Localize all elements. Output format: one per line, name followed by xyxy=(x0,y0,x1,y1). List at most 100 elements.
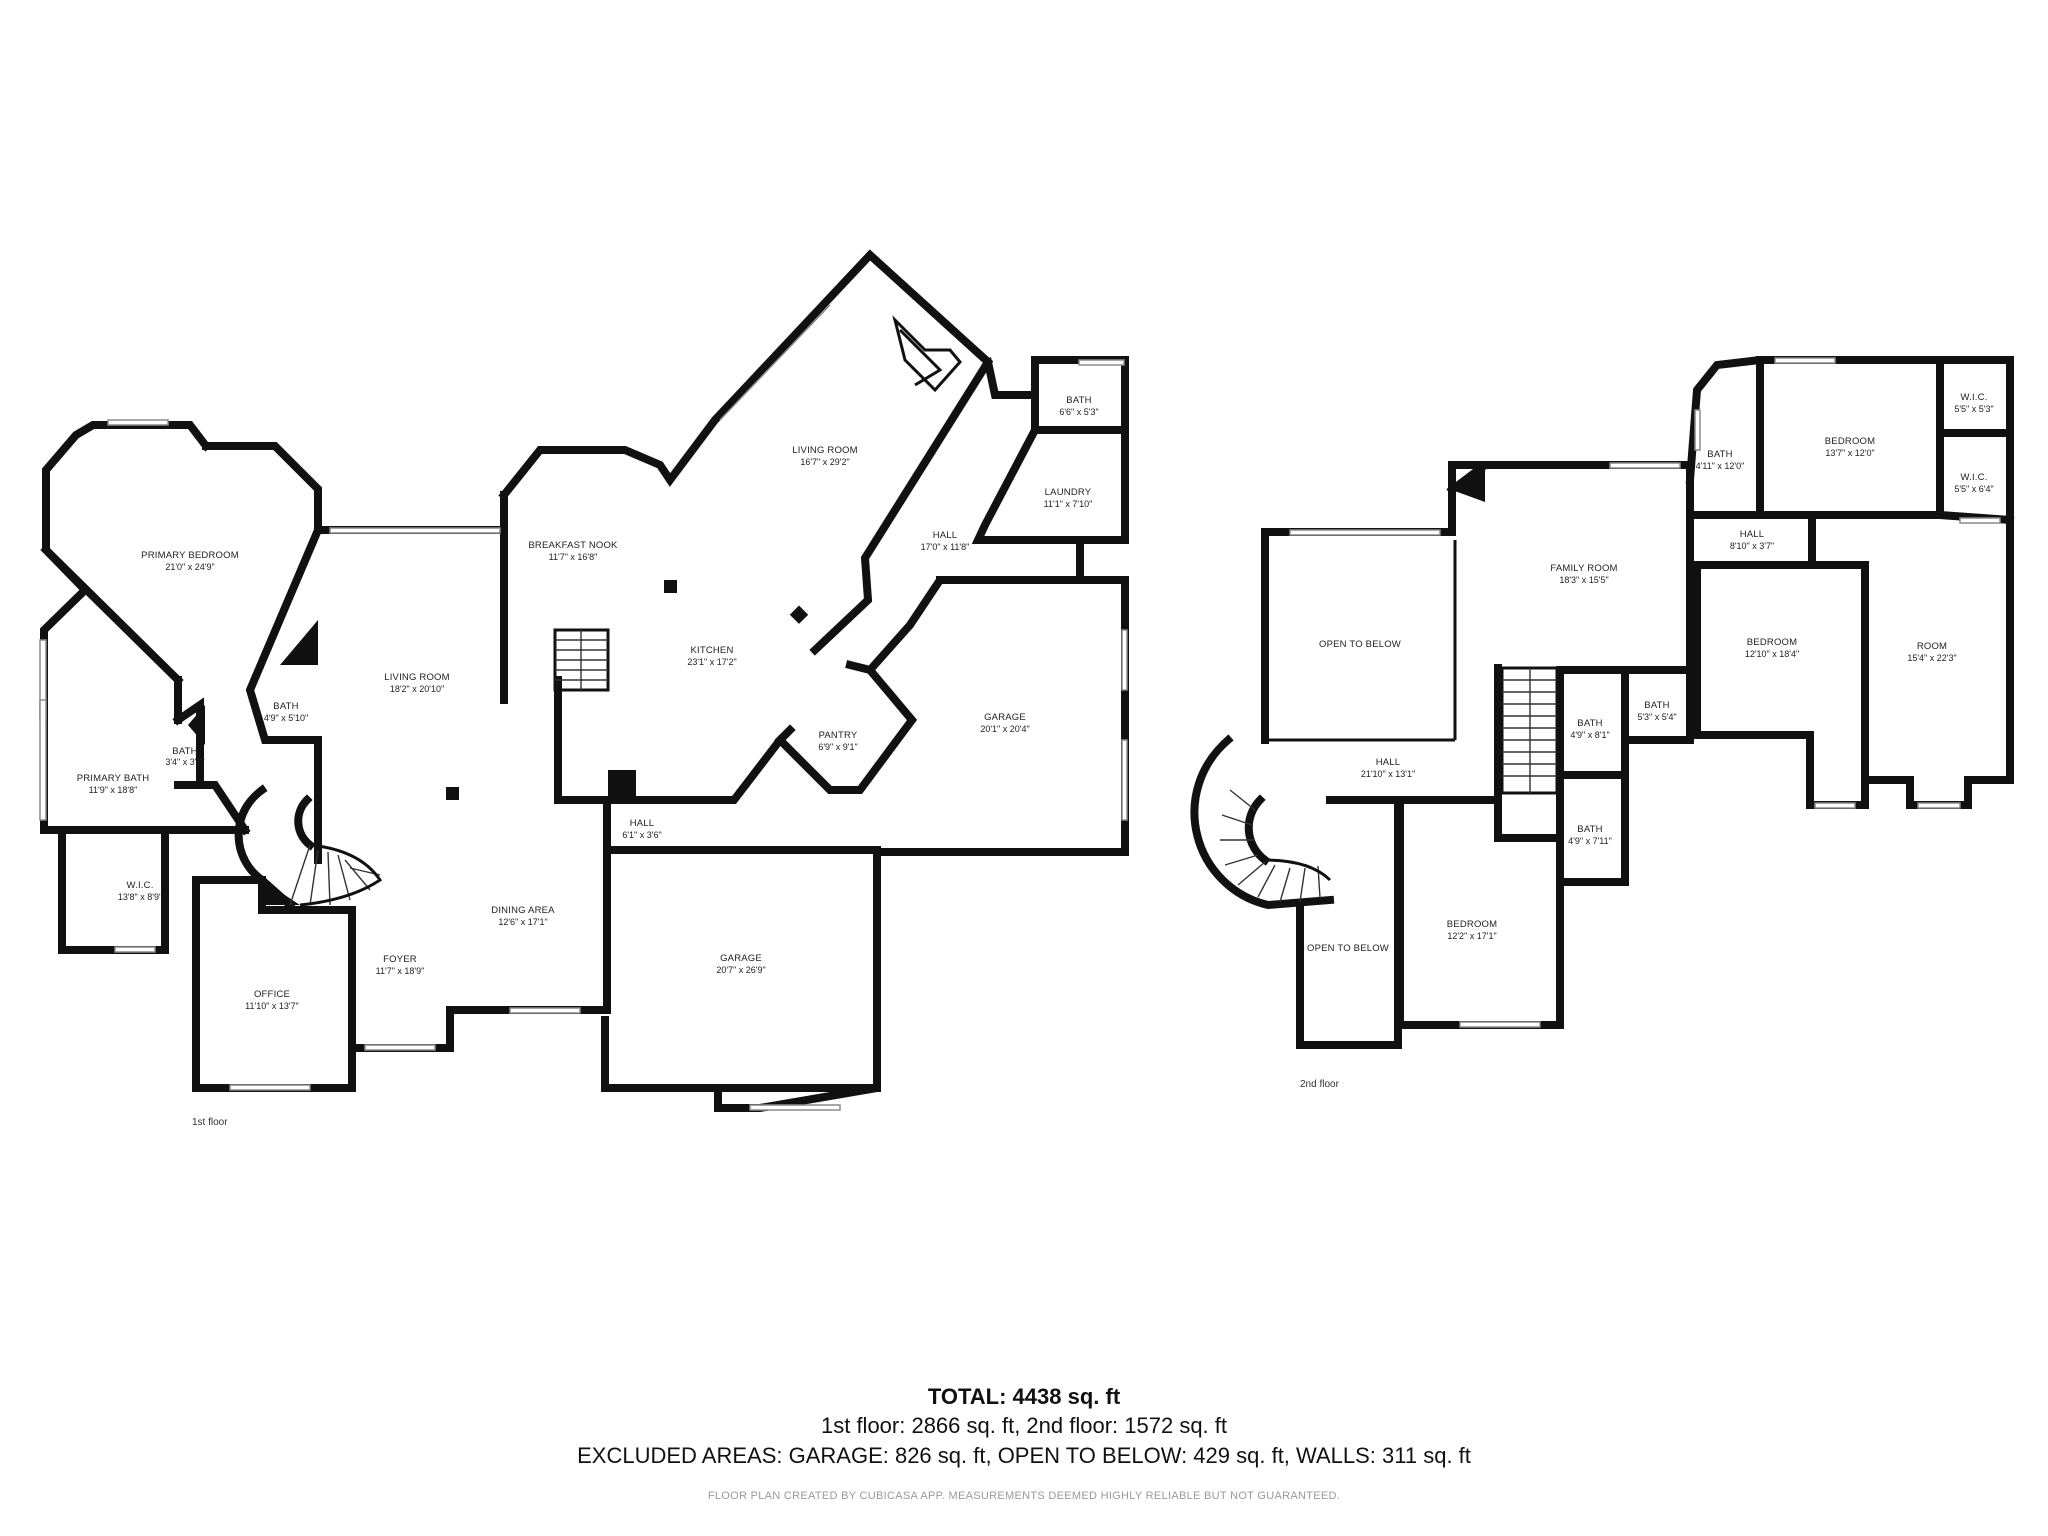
svg-text:BATH: BATH xyxy=(1644,700,1669,711)
foyer-bottom-wall xyxy=(348,846,881,1092)
bedroom-4-walls xyxy=(1693,561,1869,809)
svg-text:BEDROOM: BEDROOM xyxy=(1747,637,1798,648)
first-floor-plan: PRIMARY BEDROOM 21'0" x 24'9" PRIMARY BA… xyxy=(39,249,1129,1128)
svg-text:21'10" x 13'1": 21'10" x 13'1" xyxy=(1361,769,1415,779)
svg-text:BATH: BATH xyxy=(1577,718,1602,729)
pantry-walls xyxy=(774,660,918,794)
room-label-primary-bedroom: PRIMARY BEDROOM 21'0" x 24'9" xyxy=(141,550,239,572)
window xyxy=(39,699,47,821)
svg-text:HALL: HALL xyxy=(933,530,958,541)
svg-text:4'11" x 12'0": 4'11" x 12'0" xyxy=(1696,461,1745,471)
room-label-bath-small: BATH 3'4" x 3'7" xyxy=(165,746,204,767)
room-label-pantry: PANTRY 6'9" x 9'1" xyxy=(818,730,858,752)
breakfast-nook-walls xyxy=(498,249,994,656)
room-label-wic-2a: W.I.C. 5'5" x 5'3" xyxy=(1954,392,1993,414)
svg-text:HALL: HALL xyxy=(630,818,655,829)
window xyxy=(509,1007,581,1014)
svg-text:W.I.C.: W.I.C. xyxy=(1960,472,1987,483)
svg-text:5'5" x 6'4": 5'5" x 6'4" xyxy=(1954,484,1993,494)
upper-rooms-outer-wall xyxy=(1685,356,2014,809)
svg-text:LIVING ROOM: LIVING ROOM xyxy=(384,672,450,683)
svg-text:18'3" x 15'5": 18'3" x 15'5" xyxy=(1559,575,1608,585)
svg-text:PRIMARY BEDROOM: PRIMARY BEDROOM xyxy=(141,550,239,561)
svg-text:BREAKFAST NOOK: BREAKFAST NOOK xyxy=(528,540,618,551)
column-block xyxy=(664,580,677,593)
svg-text:12'2" x 17'1": 12'2" x 17'1" xyxy=(1447,931,1496,941)
room-label-breakfast-nook: BREAKFAST NOOK 11'7" x 16'8" xyxy=(528,540,618,562)
svg-text:20'7" x 26'9": 20'7" x 26'9" xyxy=(716,965,765,975)
svg-text:KITCHEN: KITCHEN xyxy=(690,645,733,656)
svg-text:16'7" x 29'2": 16'7" x 29'2" xyxy=(800,457,849,467)
svg-text:12'6" x 17'1": 12'6" x 17'1" xyxy=(498,917,547,927)
svg-text:13'7" x 12'0": 13'7" x 12'0" xyxy=(1825,448,1874,458)
total-area: TOTAL: 4438 sq. ft xyxy=(927,1384,1121,1409)
svg-text:8'10" x 3'7": 8'10" x 3'7" xyxy=(1730,541,1774,551)
room-label-bath-2a: BATH 4'9" x 8'1" xyxy=(1570,718,1609,740)
window xyxy=(364,1044,436,1051)
window xyxy=(1459,1021,1541,1028)
window xyxy=(329,527,501,534)
spiral-staircase-1 xyxy=(234,784,383,911)
svg-text:OFFICE: OFFICE xyxy=(254,989,290,1000)
hall-3-walls xyxy=(1693,561,1869,784)
svg-text:11'7" x 18'9": 11'7" x 18'9" xyxy=(376,966,425,976)
room-label-laundry: LAUNDRY 11'1" x 7'10" xyxy=(1044,487,1093,509)
column-block xyxy=(188,705,205,745)
column-block xyxy=(1452,465,1485,502)
svg-text:5'3" x 5'4": 5'3" x 5'4" xyxy=(1637,712,1676,722)
floor-label-second: 2nd floor xyxy=(1300,1079,1340,1090)
room-label-hall-3: HALL 8'10" x 3'7" xyxy=(1730,529,1774,551)
room-label-garage-2: GARAGE 20'7" x 26'9" xyxy=(716,953,765,975)
svg-text:18'2" x 20'10": 18'2" x 20'10" xyxy=(390,684,444,694)
svg-text:BATH: BATH xyxy=(172,746,197,757)
wic-walls xyxy=(58,826,169,954)
svg-text:LIVING ROOM: LIVING ROOM xyxy=(792,445,858,456)
room-label-hall-2: HALL 21'10" x 13'1" xyxy=(1361,757,1415,779)
primary-bedroom-east-wall xyxy=(202,442,322,534)
svg-text:BATH: BATH xyxy=(1066,395,1091,406)
window xyxy=(107,419,169,426)
hall-1-walls xyxy=(983,357,1039,399)
svg-text:11'9" x 18'8": 11'9" x 18'8" xyxy=(89,785,138,795)
svg-text:4'9" x 5'10": 4'9" x 5'10" xyxy=(264,713,308,723)
svg-text:17'0" x 11'8": 17'0" x 11'8" xyxy=(921,542,970,552)
garage-2-walls xyxy=(601,848,881,1112)
svg-text:BATH: BATH xyxy=(273,701,298,712)
garage-1-walls xyxy=(873,576,1129,856)
primary-suite-west-wall xyxy=(40,544,164,834)
svg-text:20'1" x 20'4": 20'1" x 20'4" xyxy=(980,724,1029,734)
svg-text:15'4" x 22'3": 15'4" x 22'3" xyxy=(1907,653,1956,663)
room-label-foyer: FOYER 11'7" x 18'9" xyxy=(376,954,425,976)
room-label-bath-1: BATH 4'9" x 5'10" xyxy=(264,701,308,723)
svg-text:6'9" x 9'1": 6'9" x 9'1" xyxy=(818,742,857,752)
room-label-open-to-below-1: OPEN TO BELOW xyxy=(1319,639,1401,650)
room-label-bath-2b: BATH 5'3" x 5'4" xyxy=(1637,700,1676,722)
svg-text:HALL: HALL xyxy=(1376,757,1401,768)
open-to-below-1-walls xyxy=(1261,461,1489,744)
room-label-bath-2d: BATH 4'11" x 12'0" xyxy=(1696,449,1745,471)
room-label-wic-2b: W.I.C. 5'5" x 6'4" xyxy=(1954,472,1993,494)
svg-text:PANTRY: PANTRY xyxy=(819,730,858,741)
open-to-below-2-walls xyxy=(1296,796,1402,1049)
laundry-walls xyxy=(971,424,1129,544)
svg-text:OPEN TO BELOW: OPEN TO BELOW xyxy=(1319,639,1401,650)
svg-text:6'6" x 5'3": 6'6" x 5'3" xyxy=(1059,407,1098,417)
window xyxy=(1289,529,1441,536)
wic-east-wall xyxy=(174,781,251,836)
room-label-bedroom-3: BEDROOM 13'7" x 12'0" xyxy=(1825,436,1875,458)
room-label-office: OFFICE 11'10" x 13'7" xyxy=(245,989,299,1011)
room-label-dining-area: DINING AREA 12'6" x 17'1" xyxy=(491,905,555,927)
hall-1-east-wall xyxy=(864,536,1084,676)
svg-text:FAMILY ROOM: FAMILY ROOM xyxy=(1550,563,1617,574)
window xyxy=(1694,409,1701,451)
svg-text:BATH: BATH xyxy=(1707,449,1732,460)
svg-text:11'10" x 13'7": 11'10" x 13'7" xyxy=(245,1001,299,1011)
window xyxy=(1814,802,1856,809)
window xyxy=(719,304,831,421)
svg-text:11'1" x 7'10": 11'1" x 7'10" xyxy=(1044,499,1093,509)
window xyxy=(1959,517,2001,524)
column-block xyxy=(789,605,809,624)
svg-text:BATH: BATH xyxy=(1577,824,1602,835)
room-label-hall-1: HALL 17'0" x 11'8" xyxy=(921,530,970,552)
